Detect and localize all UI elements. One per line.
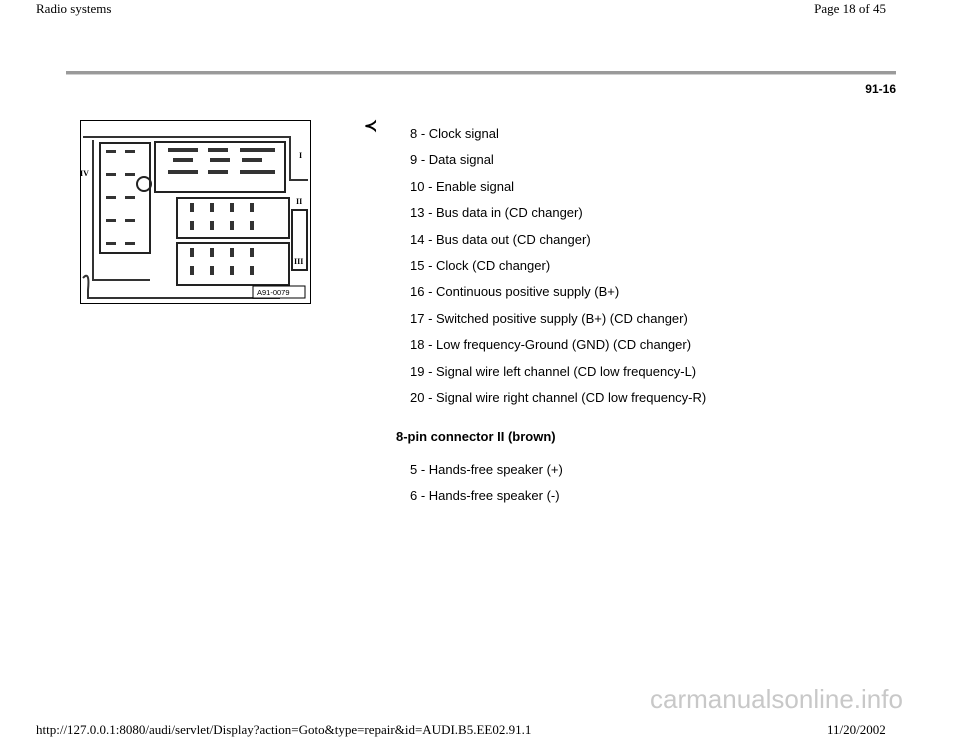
list-item: 17 - Switched positive supply (B+) (CD c… [410,310,688,326]
arrow-left-icon: ≺ [364,118,378,135]
watermark: carmanualsonline.info [650,684,903,714]
connector-label-i: I [299,151,302,160]
subheading: 8-pin connector II (brown) [396,429,556,444]
list-item: 10 - Enable signal [410,178,515,194]
list-item: 8 - Clock signal [410,126,499,141]
list-item: 5 - Hands-free speaker (+) [410,462,563,477]
list-item: 15 - Clock (CD changer) [410,257,551,273]
list-item: 14 - Bus data out (CD changer) [410,231,591,247]
pin-list: 8 - Clock signal 9 - Data signal 10 - En… [410,126,706,416]
list-item: 18 - Low frequency-Ground (GND) (CD chan… [410,337,692,353]
connector-label-iii: III [294,257,303,266]
page-number: Page 18 of 45 [814,1,886,16]
footer-url[interactable]: http://127.0.0.1:8080/audi/servlet/Displ… [36,722,532,737]
header-rule [66,71,896,75]
section-number: 91-16 [865,82,896,96]
pin-list-2: 5 - Hands-free speaker (+) 6 - Hands-fre… [410,462,563,515]
list-item: 19 - Signal wire left channel (CD low fr… [410,363,697,379]
list-item: 13 - Bus data in (CD changer) [410,205,583,221]
header-title: Radio systems [36,1,112,16]
connector-diagram: I II III IV A91-0079 [80,120,311,304]
list-item: 6 - Hands-free speaker (-) [410,488,560,504]
list-item: 20 - Signal wire right channel (CD low f… [410,389,707,405]
connector-label-iv: IV [80,169,89,178]
list-item: 9 - Data signal [410,152,494,168]
list-item: 16 - Continuous positive supply (B+) [410,284,620,300]
connector-label-ii: II [296,197,302,206]
figure-code: A91-0079 [257,288,290,297]
footer-date: 11/20/2002 [827,722,886,737]
